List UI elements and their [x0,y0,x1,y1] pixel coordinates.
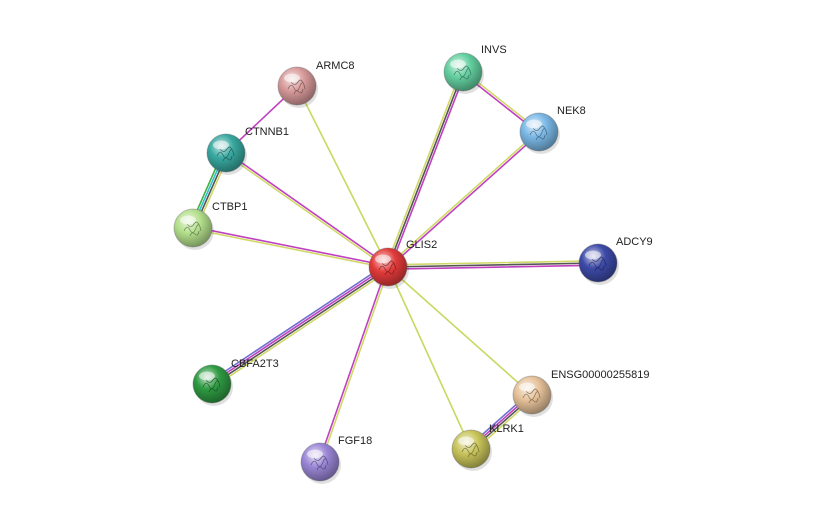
edge-strand [213,268,391,388]
node-sphere[interactable] [300,442,340,482]
node-highlight [213,140,229,150]
node-sphere[interactable] [451,429,491,469]
node-label-nek8: NEK8 [557,105,586,117]
edge-strand [387,132,541,269]
node-highlight [199,371,215,381]
node-highlight [307,449,323,459]
protein-structure-icon [310,455,329,471]
node-ctnnb1[interactable]: CTNNB1 [206,126,289,175]
edge-glis2-cbfa2t3 [209,263,391,388]
edge-strand [387,262,599,268]
node-highlight [458,436,474,446]
node-sphere[interactable] [192,364,232,404]
node-sphere[interactable] [519,112,559,152]
node-sphere[interactable] [512,375,552,415]
node-cbfa2t3[interactable]: CBFA2T3 [192,358,279,406]
edge-glis2-armc8 [296,85,389,268]
edge-strand [209,263,387,383]
protein-structure-icon [216,146,235,162]
node-label-cbfa2t3: CBFA2T3 [231,358,279,370]
node-label-klrk1: KLRK1 [489,423,524,435]
protein-structure-icon [522,388,541,404]
edge-strand [387,71,464,268]
node-label-ensg: ENSG00000255819 [551,369,649,381]
edge-strand [210,265,389,384]
node-ensg[interactable]: ENSG00000255819 [512,369,649,417]
node-nek8[interactable]: NEK8 [519,105,586,154]
protein-structure-icon [529,125,548,141]
nodes-layer: GLIS2 ARMC8 INVS NEK8CTNNB1CTBP1ADCY9CBFA2T… [173,44,653,484]
node-sphere[interactable] [443,52,483,92]
edge-strand [191,228,389,269]
edge-glis2-fgf18 [318,265,390,464]
node-fgf18[interactable]: FGF18 [300,435,372,484]
edge-glis2-ctnnb1 [224,151,390,269]
edge-glis2-ctbp1 [191,226,390,269]
protein-structure-icon [183,221,202,237]
edge-glis2-klrk1 [387,266,472,450]
node-invs[interactable]: INVS [443,44,507,94]
node-klrk1[interactable]: KLRK1 [451,423,524,471]
edge-strand [211,267,390,386]
node-sphere[interactable] [368,247,408,287]
node-glis2[interactable]: GLIS2 [368,239,437,289]
node-armc8[interactable]: ARMC8 [277,60,355,108]
edge-strand [387,266,533,396]
node-sphere[interactable] [206,133,246,173]
edge-strand [192,226,390,267]
edge-strand [385,70,462,268]
protein-structure-icon [588,256,607,272]
protein-structure-icon [453,65,472,81]
edge-strand [387,264,599,270]
node-label-ctbp1: CTBP1 [212,201,247,213]
node-label-ctnnb1: CTNNB1 [245,126,289,138]
protein-structure-icon [378,260,397,276]
edge-strand [296,85,389,268]
protein-structure-icon [461,442,480,458]
node-highlight [450,59,466,69]
edge-strand [318,265,388,463]
edge-glis2-invs [385,70,466,269]
node-sphere[interactable] [173,208,213,248]
edge-strand [387,260,599,266]
edge-glis2-ensg [387,266,533,396]
node-ctbp1[interactable]: CTBP1 [173,201,247,250]
node-highlight [375,254,391,264]
node-label-fgf18: FGF18 [338,435,372,447]
node-highlight [180,215,196,225]
node-sphere[interactable] [277,66,317,106]
edge-glis2-nek8 [386,130,541,269]
edge-strand [386,130,540,267]
protein-structure-icon [287,79,306,95]
node-highlight [284,73,300,83]
protein-structure-icon [202,377,221,393]
edge-strand [389,71,466,269]
edge-strand [387,266,472,450]
edge-strand [224,153,389,269]
node-sphere[interactable] [578,243,618,283]
node-highlight [526,119,542,129]
node-label-adcy9: ADCY9 [616,236,653,248]
node-highlight [585,250,601,260]
edge-strand [225,151,390,267]
node-label-armc8: ARMC8 [316,60,355,72]
node-label-invs: INVS [481,44,507,56]
node-adcy9[interactable]: ADCY9 [578,236,653,285]
node-highlight [519,382,535,392]
edge-strand [320,266,390,464]
node-label-glis2: GLIS2 [406,239,437,251]
edge-glis2-adcy9 [387,260,599,270]
